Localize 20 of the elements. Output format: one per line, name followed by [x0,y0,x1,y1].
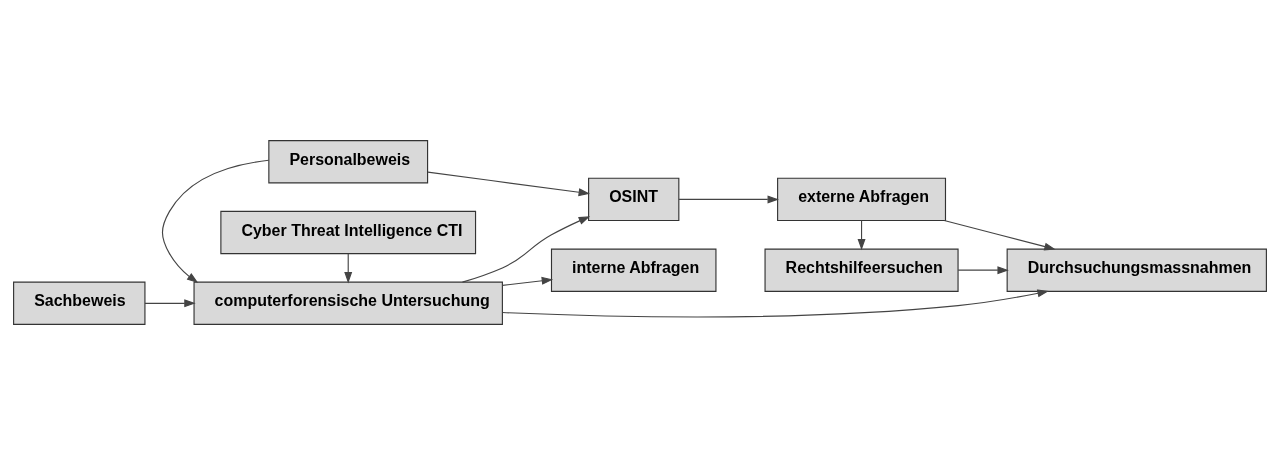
node-box: Durchsuchungsmassnahmen [1006,248,1267,292]
arrow [857,219,866,250]
node-box: computerforensische Untersuchung [193,281,503,325]
arrow [461,215,591,283]
node-box: interne Abfragen [550,248,717,292]
node-box: Cyber Threat Intelligence CTI [220,210,477,254]
arrow [161,159,270,283]
arrow [144,298,196,307]
arrow [957,265,1009,274]
arrow [427,171,590,196]
arrow [344,252,353,283]
arrow [502,288,1049,317]
node-box: externe Abfragen [777,177,947,221]
node-box: Rechtshilfeersuchen [764,248,959,292]
node-box: Personalbeweis [268,139,429,183]
node-box: OSINT [588,177,680,221]
arrow [678,194,779,203]
node-box: Sachbeweis [13,281,146,325]
arrow [502,276,554,286]
arrow [943,219,1056,250]
